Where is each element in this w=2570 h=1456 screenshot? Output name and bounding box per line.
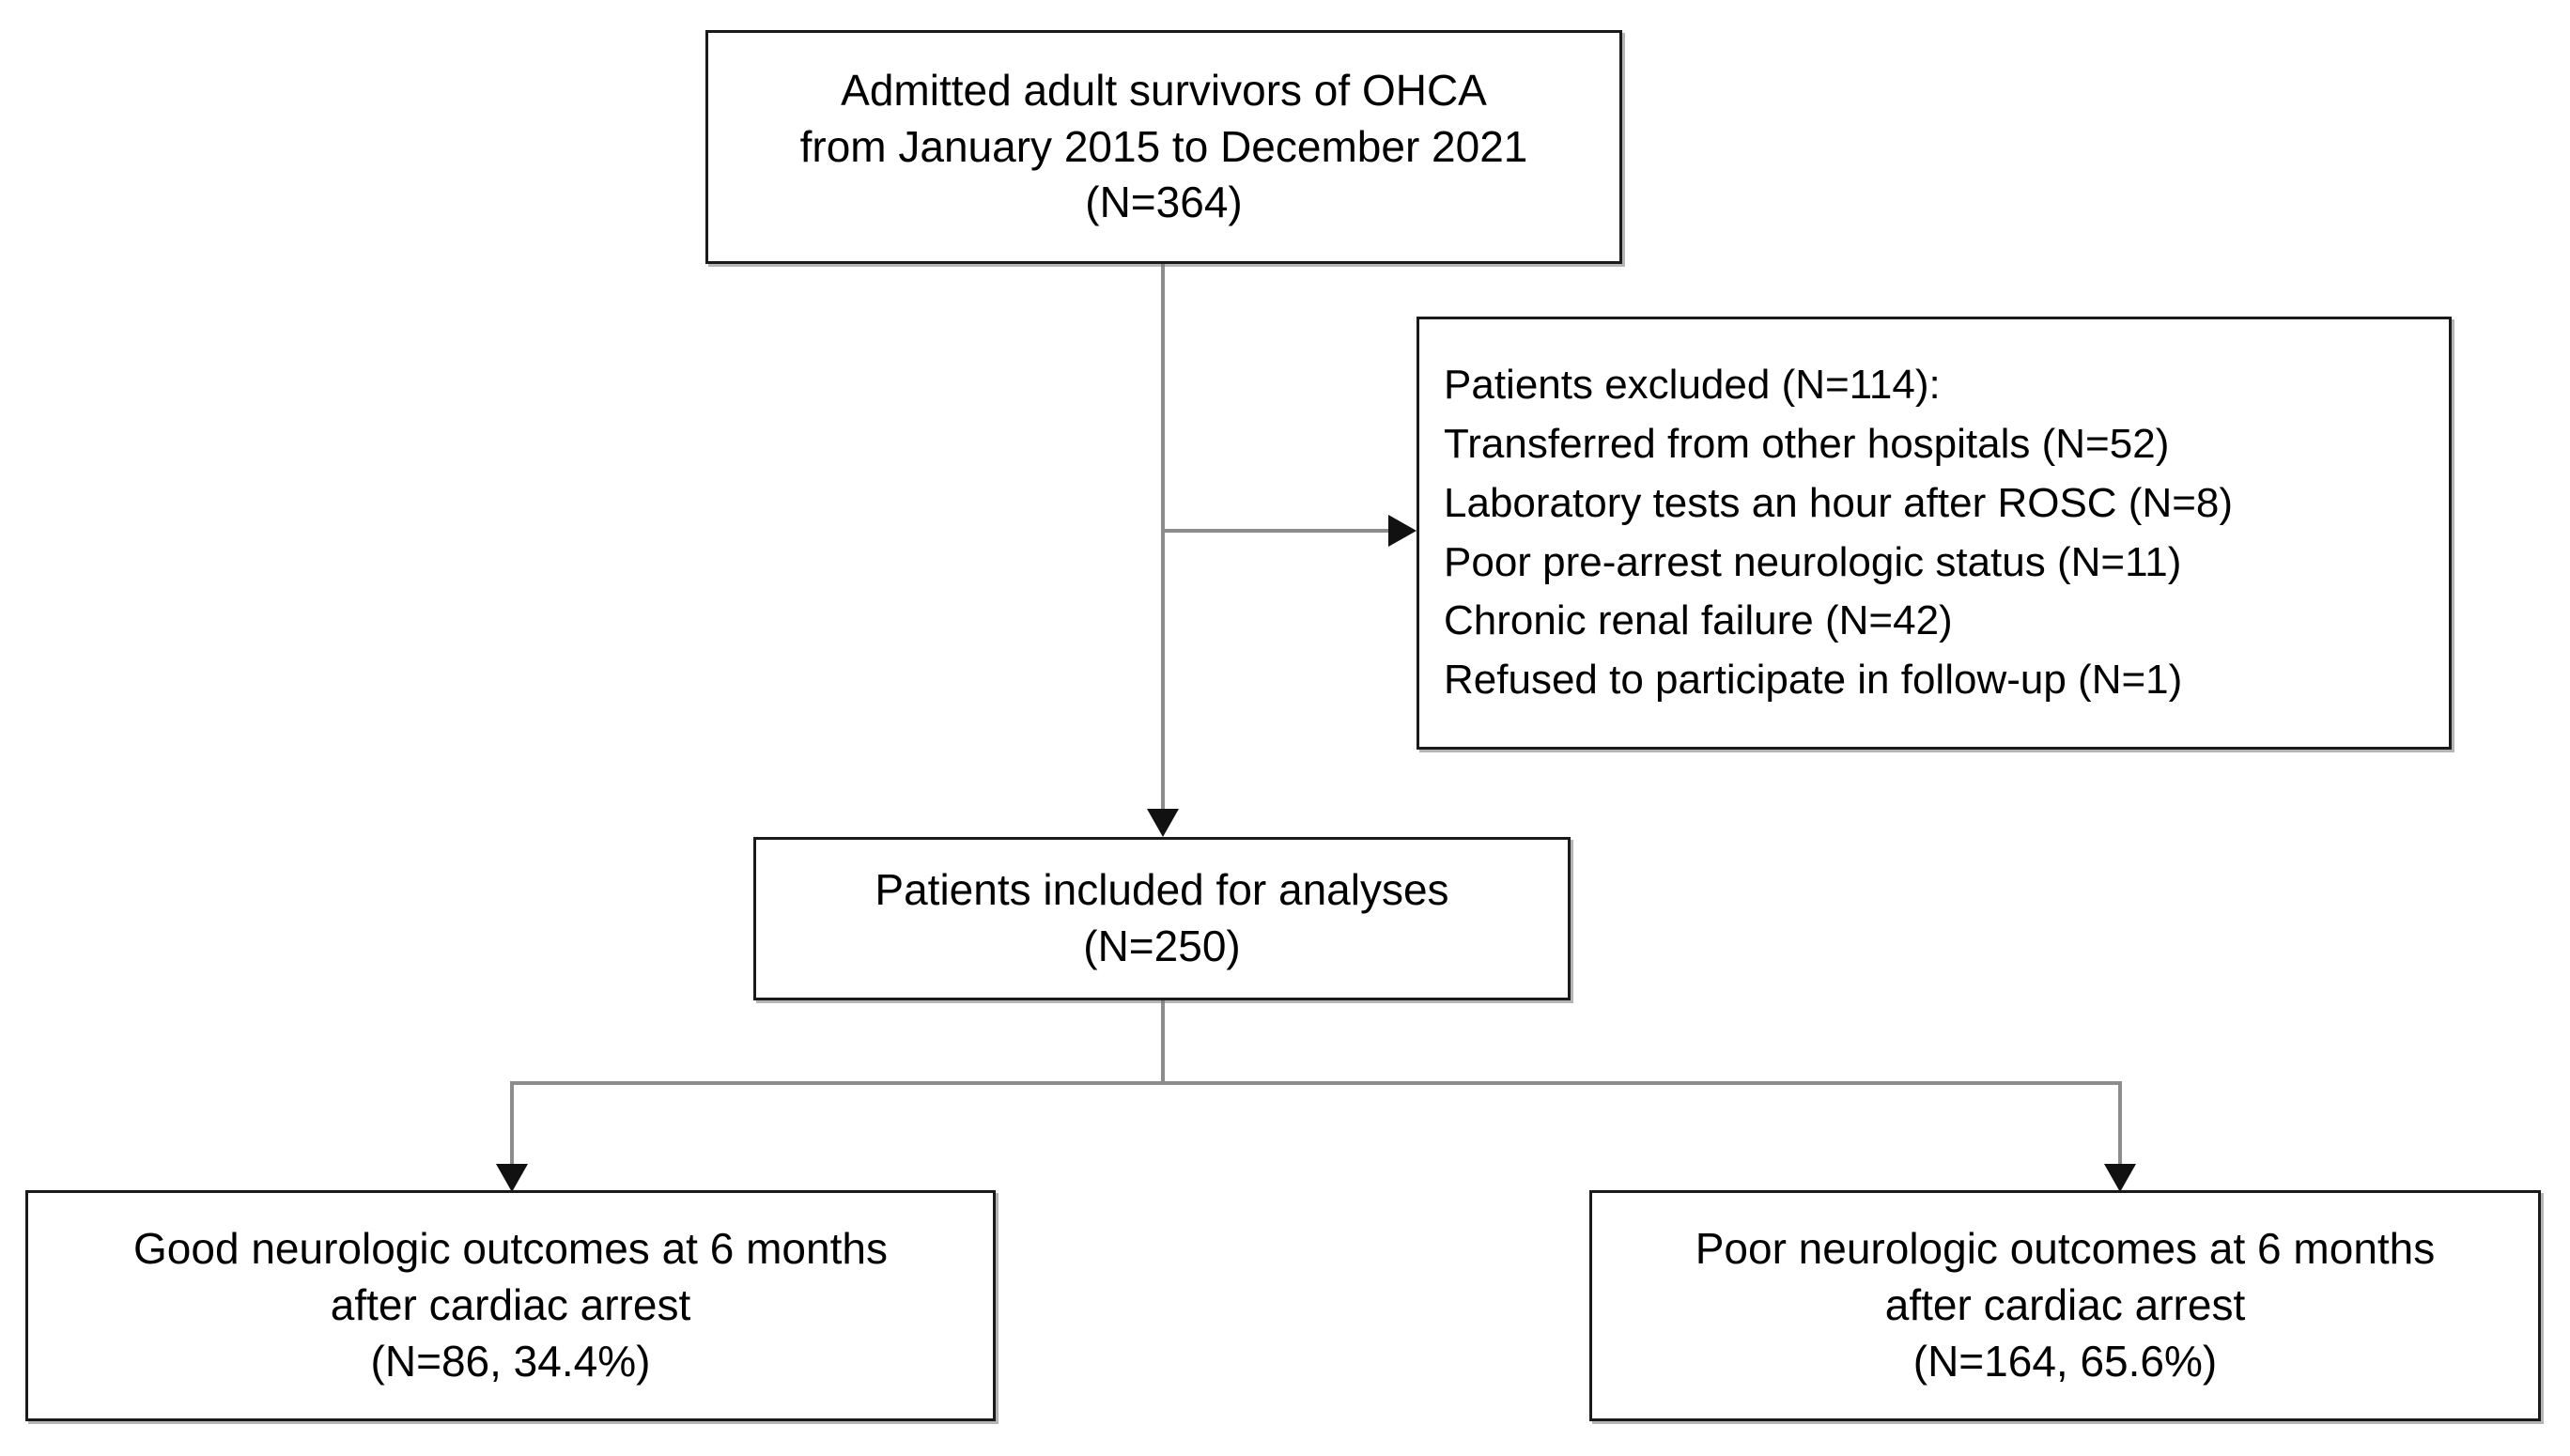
good-line-3: (N=86, 34.4%) xyxy=(370,1336,651,1386)
connector-branch-to-excluded xyxy=(1161,529,1401,533)
arrowhead-down-icon-good xyxy=(496,1164,528,1192)
node-admitted-survivors: Admitted adult survivors of OHCA from Ja… xyxy=(705,30,1622,264)
excluded-line-3: Laboratory tests an hour after ROSC (N=8… xyxy=(1444,479,2234,526)
connector-enrolled-to-included xyxy=(1161,264,1165,813)
excluded-line-1: Patients excluded (N=114): xyxy=(1444,361,1941,408)
node-poor-neurologic-outcome: Poor neurologic outcomes at 6 months aft… xyxy=(1589,1190,2541,1421)
connector-split-to-poor xyxy=(2118,1081,2122,1164)
included-line-1: Patients included for analyses xyxy=(875,865,1449,915)
node-good-neurologic-outcome: Good neurologic outcomes at 6 months aft… xyxy=(25,1190,996,1421)
arrowhead-down-icon-poor xyxy=(2104,1164,2136,1192)
poor-line-3: (N=164, 65.6%) xyxy=(1912,1336,2218,1386)
admitted-line-1: Admitted adult survivors of OHCA xyxy=(841,65,1487,115)
excluded-line-5: Chronic renal failure (N=42) xyxy=(1444,597,1953,644)
excluded-line-4: Poor pre-arrest neurologic status (N=11) xyxy=(1444,538,2182,585)
good-line-2: after cardiac arrest xyxy=(330,1280,691,1330)
excluded-line-6: Refused to participate in follow-up (N=1… xyxy=(1444,657,2183,704)
connector-included-to-split xyxy=(1161,1000,1165,1083)
poor-line-2: after cardiac arrest xyxy=(1884,1280,2246,1330)
node-patients-excluded: Patients excluded (N=114): Transferred f… xyxy=(1417,317,2452,750)
good-line-1: Good neurologic outcomes at 6 months xyxy=(133,1224,888,1274)
arrowhead-right-icon-excluded xyxy=(1388,515,1417,547)
admitted-line-3: (N=364) xyxy=(1085,178,1243,227)
excluded-line-2: Transferred from other hospitals (N=52) xyxy=(1444,420,2170,467)
admitted-line-2: from January 2015 to December 2021 xyxy=(799,121,1528,171)
arrowhead-down-icon-included xyxy=(1147,809,1179,837)
connector-split-bar xyxy=(510,1081,2122,1085)
connector-split-to-good xyxy=(510,1081,514,1164)
poor-line-1: Poor neurologic outcomes at 6 months xyxy=(1695,1224,2436,1274)
included-line-2: (N=250) xyxy=(1083,922,1241,970)
node-patients-included: Patients included for analyses (N=250) xyxy=(753,837,1571,1000)
